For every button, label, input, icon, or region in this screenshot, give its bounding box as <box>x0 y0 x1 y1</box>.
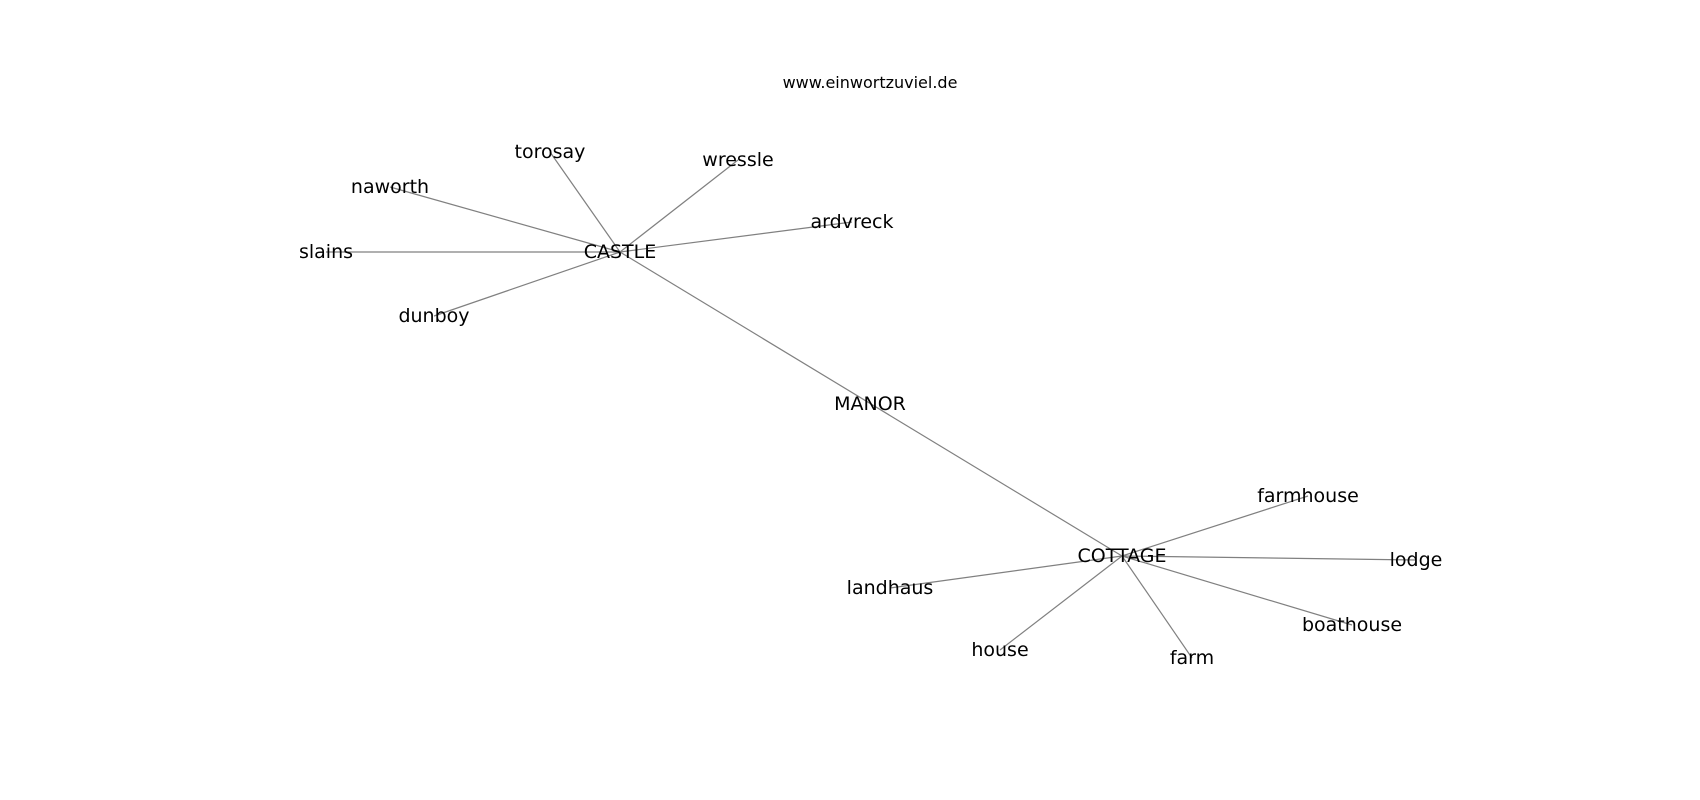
node-label-naworth: naworth <box>351 176 429 198</box>
node-label-group: CASTLE MANOR COTTAGE torosay wressle naworth a… <box>299 141 1442 669</box>
edge-cottage-farm <box>1121 555 1193 659</box>
edge-cottage-farmhouse <box>1121 495 1309 557</box>
node-label-slains: slains <box>299 241 353 263</box>
node-label-manor: MANOR <box>834 393 906 415</box>
edge-castle-ardvreck <box>619 221 853 253</box>
edge-group <box>326 151 1417 659</box>
edge-cottage-house <box>999 555 1123 651</box>
edge-castle-cottage <box>619 251 1123 557</box>
node-label-castle: CASTLE <box>584 241 657 263</box>
node-label-dunboy: dunboy <box>398 305 469 327</box>
node-label-farm: farm <box>1170 647 1214 669</box>
edge-castle-wressle <box>619 159 739 253</box>
node-label-lodge: lodge <box>1390 549 1443 571</box>
node-label-wressle: wressle <box>702 149 773 171</box>
node-label-ardvreck: ardvreck <box>811 211 894 233</box>
node-label-farmhouse: farmhouse <box>1257 485 1359 507</box>
node-label-cottage: COTTAGE <box>1077 545 1166 567</box>
site-url-title: www.einwortzuviel.de <box>783 73 958 92</box>
node-label-house: house <box>971 639 1028 661</box>
edge-cottage-lodge <box>1121 555 1417 561</box>
edge-castle-dunboy <box>433 251 621 317</box>
edge-cottage-landhaus <box>889 555 1123 589</box>
edge-cottage-boathouse <box>1121 555 1353 626</box>
node-label-landhaus: landhaus <box>847 577 934 599</box>
edge-castle-torosay <box>549 151 621 253</box>
edge-castle-naworth <box>389 186 621 253</box>
node-label-boathouse: boathouse <box>1302 614 1402 636</box>
node-label-torosay: torosay <box>515 141 586 163</box>
